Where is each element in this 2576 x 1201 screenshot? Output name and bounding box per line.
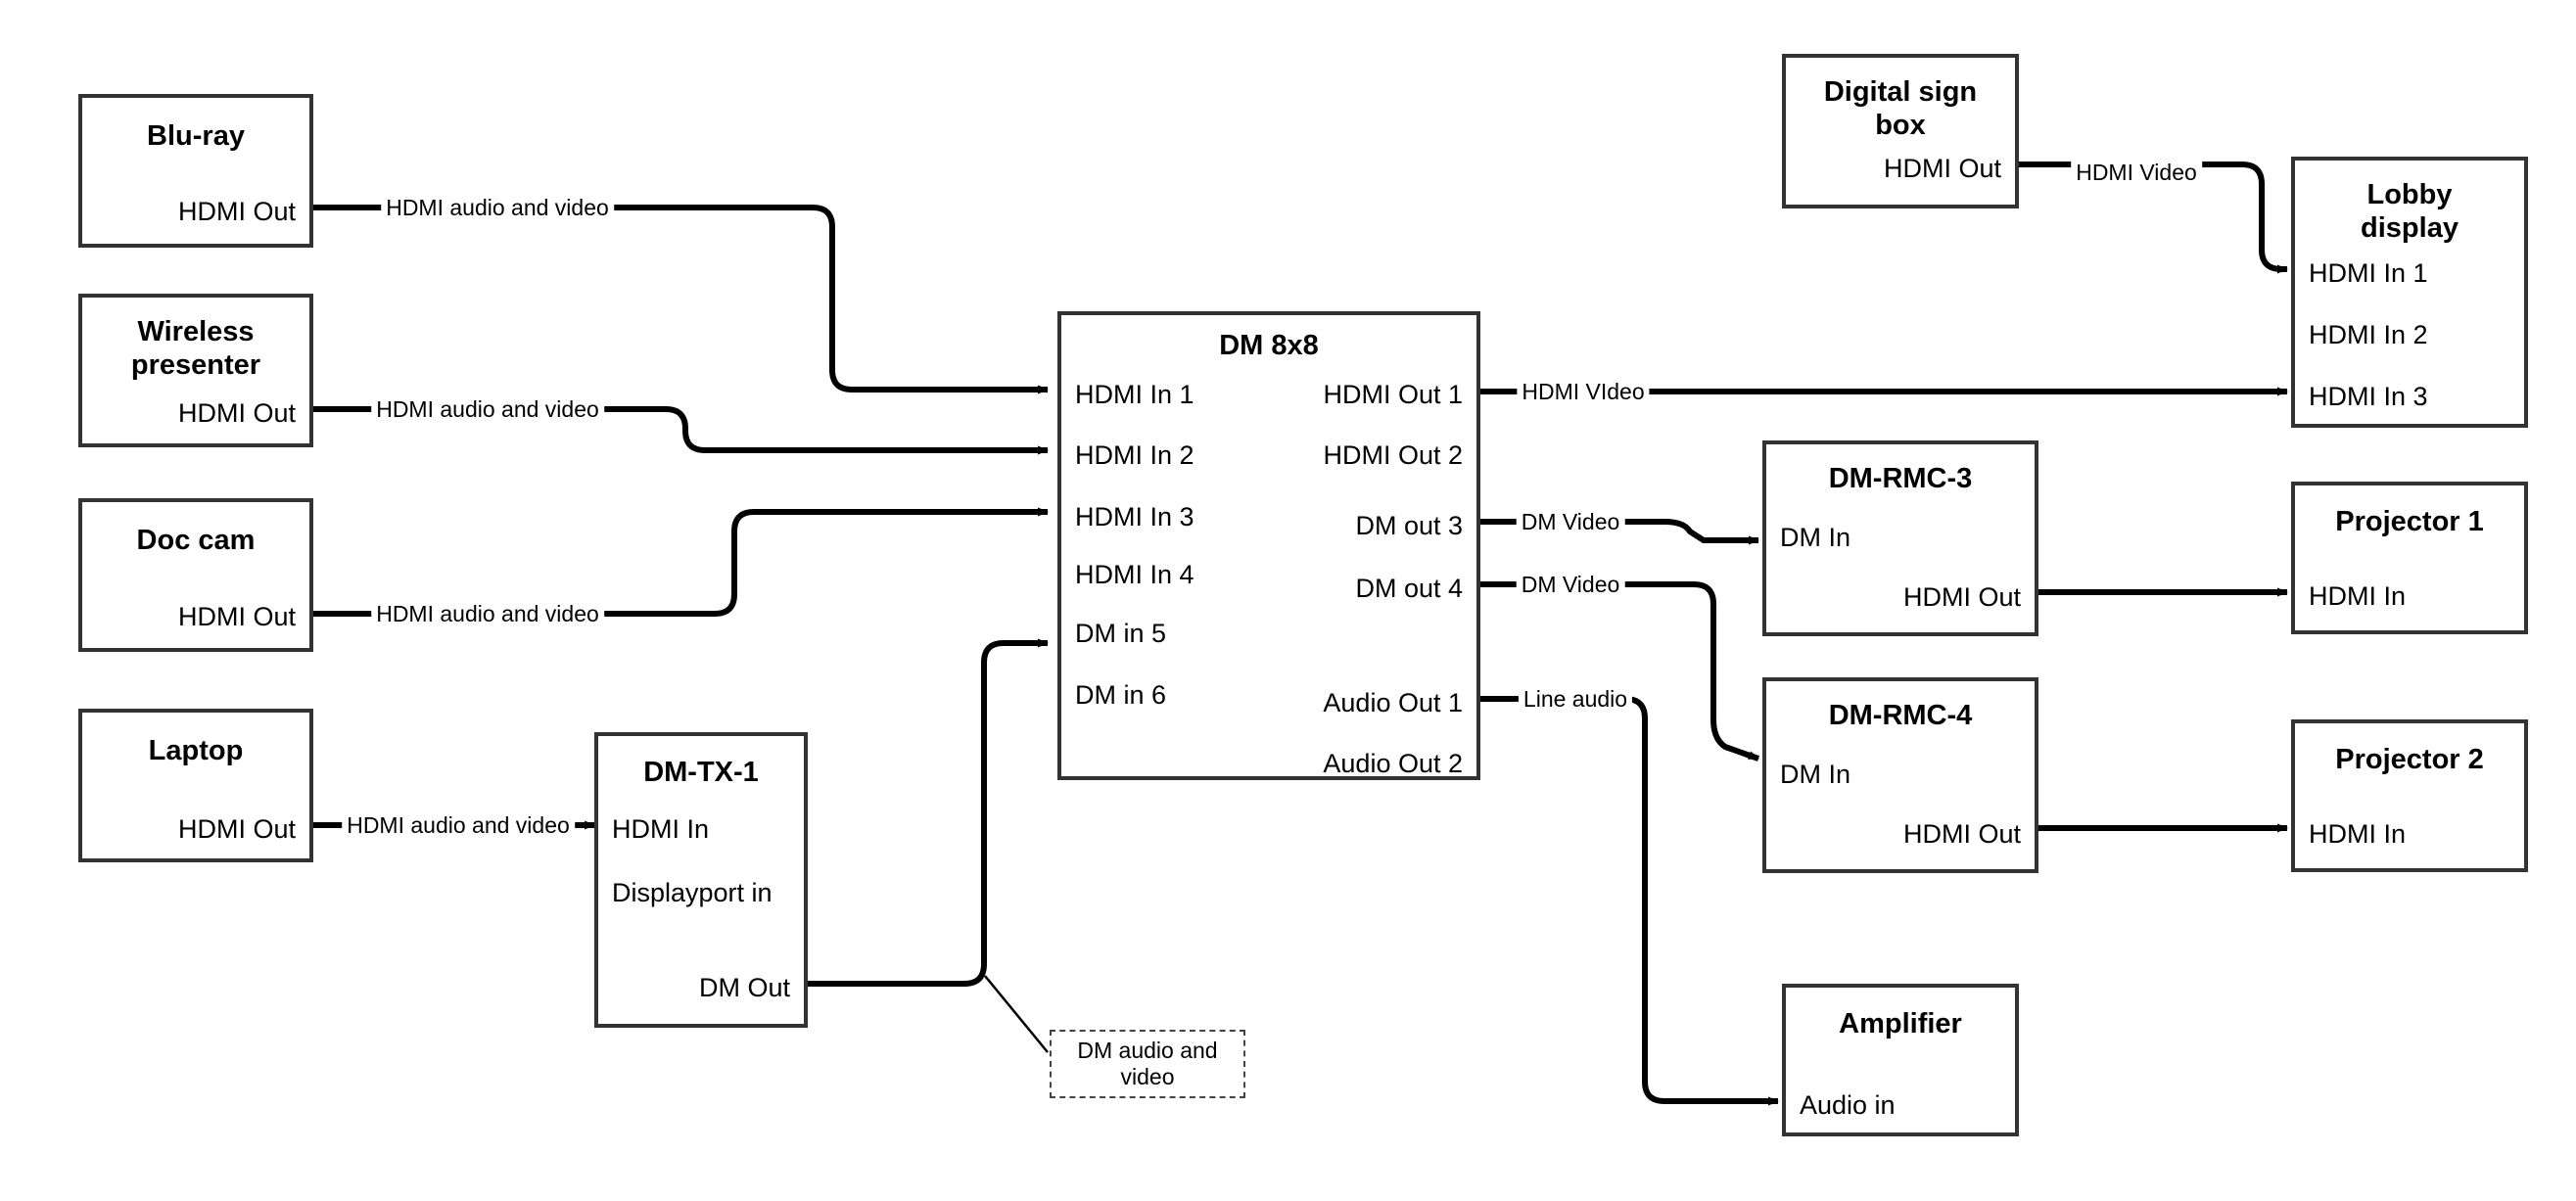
port-dm-rmc-4-dm-in: DM In <box>1780 760 1851 789</box>
port-doc-cam-hdmi-out: HDMI Out <box>177 602 296 631</box>
node-dm-rmc-4-title: DM-RMC-4 <box>1828 700 1973 731</box>
node-bluray-title: Blu-ray <box>147 120 245 152</box>
node-projector-1[interactable]: Projector 1 HDMI In <box>2291 482 2528 634</box>
port-dm-rmc-4-hdmi-out: HDMI Out <box>1902 819 2021 849</box>
port-dm-8x8-hdmi-in-2: HDMI In 2 <box>1075 440 1194 470</box>
edge-label-dm8x8-dm-out-3: DM Video <box>1516 509 1625 534</box>
port-dm-tx-1-displayport-in: Displayport in <box>612 878 773 907</box>
port-projector-1-hdmi-in: HDMI In <box>2309 581 2407 611</box>
port-dm-8x8-dm-in-5: DM in 5 <box>1075 619 1167 648</box>
wire-dm8x8-audioout1-to-amplifier <box>1480 696 1779 1106</box>
node-laptop[interactable]: Laptop HDMI Out <box>78 709 313 862</box>
node-dm-tx-1[interactable]: DM-TX-1 HDMI In Displayport in DM Out <box>594 732 808 1028</box>
node-doc-cam-title: Doc cam <box>136 525 256 556</box>
note-dm-audio-and-video: DM audio and video <box>1050 1030 1245 1098</box>
edge-label-dm8x8-dm-out-4: DM Video <box>1516 572 1625 597</box>
port-dm-8x8-hdmi-in-4: HDMI In 4 <box>1075 560 1194 589</box>
node-lobby-display[interactable]: Lobby display HDMI In 1 HDMI In 2 HDMI I… <box>2291 157 2528 428</box>
port-lobby-display-hdmi-in-1: HDMI In 1 <box>2309 258 2428 288</box>
node-doc-cam[interactable]: Doc cam HDMI Out <box>78 498 313 652</box>
wire-dm8x8-dmout4-to-dmrmc4 <box>1480 581 1759 762</box>
node-dm-tx-1-title: DM-TX-1 <box>643 757 759 788</box>
port-dm-8x8-hdmi-out-2: HDMI Out 2 <box>1323 440 1463 470</box>
leader-line-dm-audio-video-note <box>984 975 1049 1053</box>
port-dm-rmc-3-hdmi-out: HDMI Out <box>1902 582 2021 612</box>
port-dm-8x8-hdmi-in-3: HDMI In 3 <box>1075 502 1194 531</box>
edge-label-bluray-to-dm8x8: HDMI audio and video <box>381 195 614 220</box>
port-digital-sign-box-hdmi-out: HDMI Out <box>1883 154 2001 183</box>
edge-label-laptop-to-dmtx1: HDMI audio and video <box>342 812 575 838</box>
port-dm-8x8-hdmi-in-1: HDMI In 1 <box>1075 380 1194 409</box>
node-digital-sign-box[interactable]: Digital sign box HDMI Out <box>1782 54 2019 208</box>
node-amplifier[interactable]: Amplifier Audio in <box>1782 984 2019 1136</box>
node-projector-2-title: Projector 2 <box>2335 744 2484 775</box>
node-amplifier-title: Amplifier <box>1839 1008 1962 1039</box>
node-bluray[interactable]: Blu-ray HDMI Out <box>78 94 313 248</box>
port-dm-8x8-dm-out-3: DM out 3 <box>1355 511 1463 540</box>
node-lobby-display-title: Lobby display <box>2361 179 2459 244</box>
node-dm-rmc-3[interactable]: DM-RMC-3 DM In HDMI Out <box>1762 440 2038 636</box>
port-dm-8x8-audio-out-1: Audio Out 1 <box>1323 688 1463 717</box>
node-digital-sign-box-title: Digital sign box <box>1823 76 1978 141</box>
port-lobby-display-hdmi-in-2: HDMI In 2 <box>2309 320 2428 349</box>
wire-bluray-to-dm8x8 <box>313 205 1049 394</box>
port-dm-8x8-hdmi-out-1: HDMI Out 1 <box>1323 380 1463 409</box>
node-dm-rmc-4[interactable]: DM-RMC-4 DM In HDMI Out <box>1762 677 2038 873</box>
port-dm-tx-1-hdmi-in: HDMI In <box>612 814 710 844</box>
edge-label-doccam-to-dm8x8: HDMI audio and video <box>371 601 604 626</box>
edge-label-dm8x8-hdmi-out-1: HDMI VIdeo <box>1517 379 1650 404</box>
port-dm-rmc-3-dm-in: DM In <box>1780 523 1851 552</box>
port-lobby-display-hdmi-in-3: HDMI In 3 <box>2309 382 2428 411</box>
port-projector-2-hdmi-in: HDMI In <box>2309 819 2407 849</box>
node-dm-rmc-3-title: DM-RMC-3 <box>1828 463 1973 494</box>
port-dm-8x8-audio-out-2: Audio Out 2 <box>1323 749 1463 778</box>
node-laptop-title: Laptop <box>148 735 244 766</box>
node-wireless-presenter[interactable]: Wireless presenter HDMI Out <box>78 294 313 447</box>
node-dm-8x8[interactable]: DM 8x8 HDMI In 1 HDMI In 2 HDMI In 3 HDM… <box>1057 311 1480 780</box>
edge-label-dm8x8-audio-out-1: Line audio <box>1518 686 1633 712</box>
node-projector-2[interactable]: Projector 2 HDMI In <box>2291 719 2528 872</box>
node-wireless-presenter-title: Wireless presenter <box>130 316 261 381</box>
port-dm-tx-1-dm-out: DM Out <box>698 973 790 1002</box>
node-projector-1-title: Projector 1 <box>2335 506 2484 537</box>
edge-label-wireless-to-dm8x8: HDMI audio and video <box>371 396 604 422</box>
port-laptop-hdmi-out: HDMI Out <box>177 814 296 844</box>
port-wireless-presenter-hdmi-out: HDMI Out <box>177 398 296 428</box>
wire-doccam-to-dm8x8 <box>313 507 1049 617</box>
node-dm-8x8-title: DM 8x8 <box>1219 330 1319 361</box>
wire-dmtx1-to-dm8x8 <box>808 638 1049 987</box>
port-bluray-hdmi-out: HDMI Out <box>177 197 296 226</box>
port-dm-8x8-dm-in-6: DM in 6 <box>1075 680 1167 710</box>
port-dm-8x8-dm-out-4: DM out 4 <box>1355 574 1463 603</box>
edge-label-digitalsign-to-lobby: HDMI Video <box>2071 160 2202 185</box>
port-amplifier-audio-in: Audio in <box>1800 1090 1896 1120</box>
